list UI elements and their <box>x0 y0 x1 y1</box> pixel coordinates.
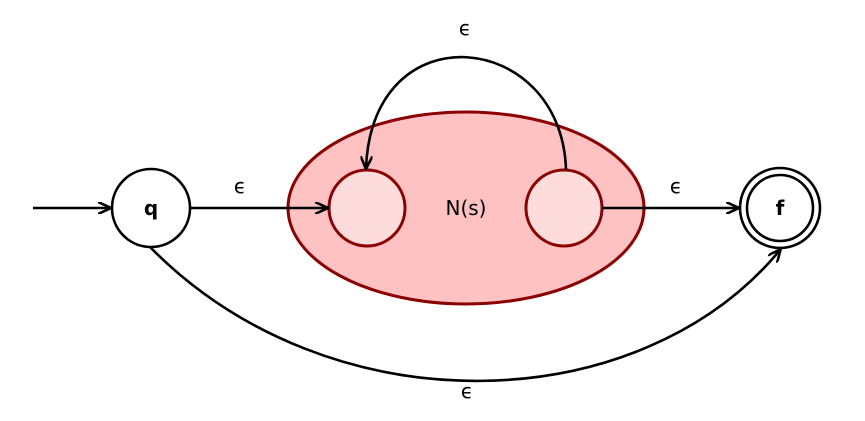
transition-loop-back-label: ϵ <box>459 16 471 40</box>
transition-sub-to-final-label: ϵ <box>670 174 682 198</box>
start-state-label: q <box>144 196 158 220</box>
final-state-label: f <box>776 196 785 220</box>
subautomaton-label: N(s) <box>446 196 487 220</box>
transition-bypass-label: ϵ <box>461 379 473 403</box>
sub-final-state <box>524 168 604 248</box>
sub-start-state <box>327 168 407 248</box>
final-state-inner <box>745 173 815 243</box>
transition-loop-back <box>366 55 568 170</box>
transition-bypass <box>149 246 780 383</box>
transition-start-to-sub-label: ϵ <box>234 174 246 198</box>
